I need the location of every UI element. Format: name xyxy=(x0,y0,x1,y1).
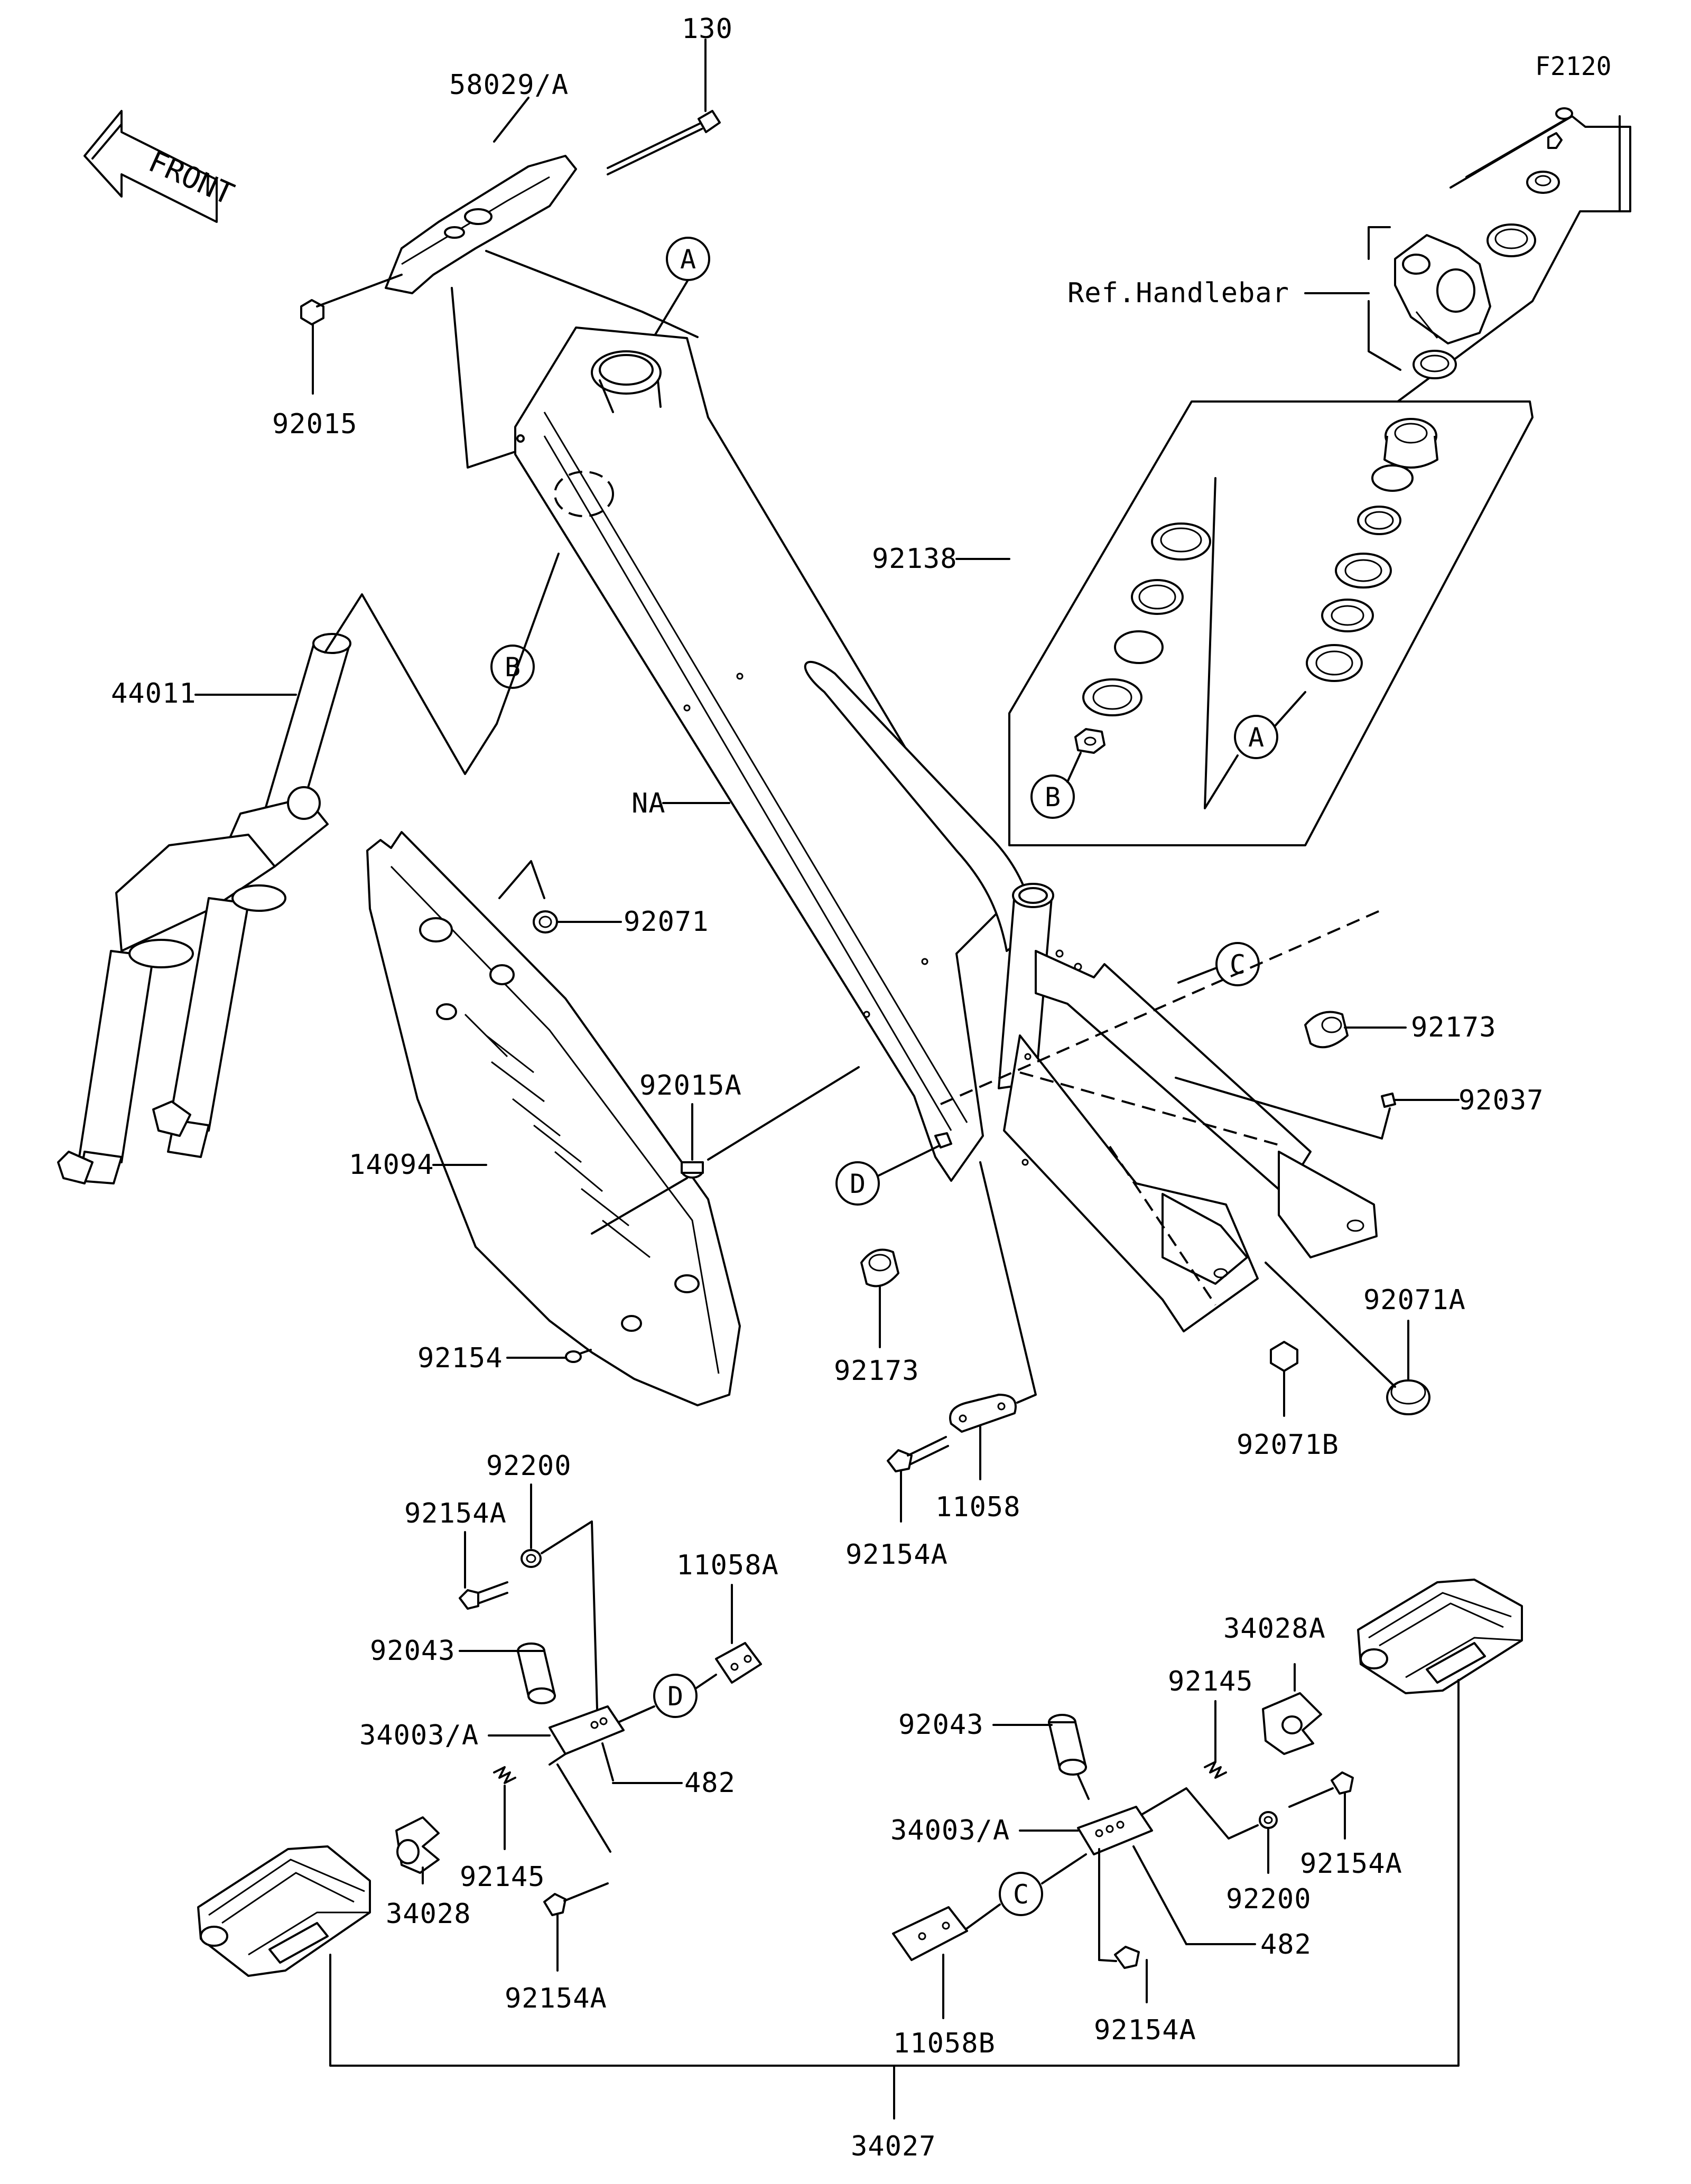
axle-92043-left xyxy=(517,1642,556,1704)
axle-92043-right xyxy=(1048,1714,1087,1776)
svg-text:D: D xyxy=(850,1169,866,1199)
bolt-92154a-left-bottom xyxy=(543,1882,609,1916)
label-44011: 44011 xyxy=(111,678,197,710)
front-arrow-icon: FRONT xyxy=(83,110,239,223)
label-92173-right: 92173 xyxy=(1411,1012,1497,1043)
plate-11058a xyxy=(715,1642,762,1684)
callout-c-frame: C xyxy=(1177,942,1260,986)
pin-92037 xyxy=(1381,1093,1396,1108)
cap-92071a xyxy=(1386,1379,1430,1415)
label-130: 130 xyxy=(682,13,733,45)
clip-34028 xyxy=(395,1816,440,1874)
label-92154: 92154 xyxy=(417,1342,503,1374)
label-11058b: 11058B xyxy=(893,2028,996,2059)
label-34028a: 34028A xyxy=(1223,1613,1326,1645)
label-11058: 11058 xyxy=(935,1491,1021,1523)
bolt-92154a-right-side xyxy=(1288,1771,1354,1808)
front-fork xyxy=(57,633,351,1184)
clip-34028a xyxy=(1262,1692,1322,1755)
bracket-34003a-right xyxy=(1077,1806,1153,1855)
label-58029a: 58029/A xyxy=(449,69,569,101)
svg-text:A: A xyxy=(1248,722,1264,753)
bolt-92154a-left-top xyxy=(459,1581,508,1610)
pedal-right xyxy=(1357,1579,1523,1694)
bracket-34003a-left xyxy=(549,1705,625,1766)
plate-11058 xyxy=(949,1394,1017,1433)
callout-a-headset: A xyxy=(1204,477,1306,809)
svg-text:C: C xyxy=(1013,1879,1029,1910)
label-92154a-mid: 92154A xyxy=(846,1539,948,1571)
label-482-right: 482 xyxy=(1260,1929,1312,1961)
label-92015: 92015 xyxy=(272,408,358,440)
washer-92200-right xyxy=(1259,1811,1278,1829)
label-92154a-left-bottom: 92154A xyxy=(505,1983,607,2014)
svg-text:A: A xyxy=(680,244,696,275)
bushing-92173-mid xyxy=(860,1248,899,1287)
screw-92154 xyxy=(565,1349,592,1363)
spring-92145-left xyxy=(493,1766,516,1784)
label-92200-right: 92200 xyxy=(1226,1883,1312,1915)
main-frame xyxy=(514,326,1385,1332)
label-92154a-right-bottom: 92154A xyxy=(1094,2014,1196,2046)
label-92173-mid: 92173 xyxy=(834,1355,919,1387)
label-92200-left: 92200 xyxy=(486,1450,572,1482)
bolt-92154a-right-bottom xyxy=(1098,1946,1140,1969)
label-92071: 92071 xyxy=(624,906,709,938)
label-482-left: 482 xyxy=(684,1767,736,1799)
label-92043-left: 92043 xyxy=(370,1635,456,1667)
callout-d-bracket: D xyxy=(617,1674,717,1723)
label-34003a-right: 34003/A xyxy=(890,1815,1010,1846)
label-92154a-right-side: 92154A xyxy=(1300,1848,1402,1880)
screw-92154a-mid xyxy=(887,1436,949,1472)
label-92145-right: 92145 xyxy=(1168,1666,1253,1697)
spring-92145-right xyxy=(1204,1761,1227,1779)
headset-stack-right xyxy=(1306,418,1438,682)
nut-92015 xyxy=(300,299,324,325)
svg-text:C: C xyxy=(1230,949,1246,980)
washer-92071 xyxy=(533,910,558,934)
callout-b-headset: B xyxy=(1030,752,1082,819)
label-92145-left: 92145 xyxy=(460,1861,545,1893)
label-92071a: 92071A xyxy=(1363,1284,1466,1316)
label-11058a: 11058A xyxy=(676,1550,779,1581)
label-92071b: 92071B xyxy=(1237,1429,1339,1461)
seat-clamp-cover xyxy=(385,155,577,294)
label-na: NA xyxy=(631,788,666,819)
label-34028: 34028 xyxy=(386,1898,471,1930)
label-34003a-left: 34003/A xyxy=(359,1720,479,1751)
bushing-92173-right xyxy=(1304,1011,1349,1049)
headset-stack-left xyxy=(1074,522,1211,754)
label-34027: 34027 xyxy=(851,2131,936,2162)
pedal-left xyxy=(197,1845,371,1977)
label-14094: 14094 xyxy=(349,1149,434,1181)
chain-guard xyxy=(366,831,741,1406)
label-92037: 92037 xyxy=(1458,1085,1544,1116)
washer-92200-left xyxy=(521,1549,542,1568)
callout-c-bracket: C xyxy=(966,1853,1087,1929)
figure-id: F2120 xyxy=(1535,52,1612,81)
nut-92071b xyxy=(1270,1341,1298,1372)
plug-92015a xyxy=(681,1161,704,1179)
label-92043-right: 92043 xyxy=(898,1709,984,1741)
callout-d-frame: D xyxy=(835,1132,952,1206)
callout-b-fork: B xyxy=(324,553,560,775)
label-92154a-left-top: 92154A xyxy=(404,1498,507,1529)
headset-group: A B xyxy=(1008,400,1534,846)
label-92138: 92138 xyxy=(872,543,958,575)
svg-text:B: B xyxy=(505,652,521,683)
plate-11058b xyxy=(892,1906,968,1961)
bolt-130 xyxy=(607,110,721,175)
svg-text:D: D xyxy=(667,1681,683,1712)
svg-text:B: B xyxy=(1045,782,1061,813)
ref-handlebar-label: Ref.Handlebar xyxy=(1067,277,1289,309)
label-92015a: 92015A xyxy=(639,1070,742,1102)
handlebar-stem xyxy=(1304,107,1631,403)
